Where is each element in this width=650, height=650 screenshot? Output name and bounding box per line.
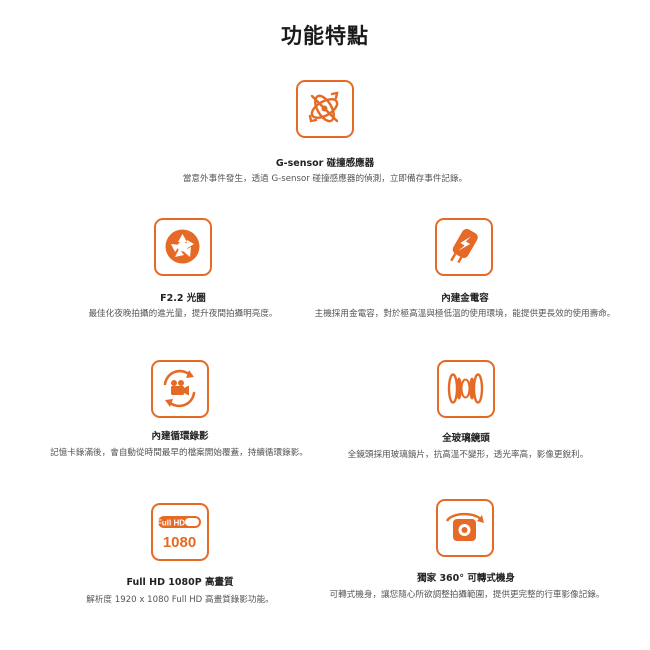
feature-title: 全玻璃鏡頭 [442,433,490,444]
feature-title: G-sensor 碰撞感應器 [275,158,375,169]
page-title: 功能特點 [281,24,369,48]
feature-description: 全鏡頭採用玻璃鏡片，抗高溫不變形，透光率高，影像更銳利。 [347,450,589,460]
feature-title: 內建金電容 [441,293,489,304]
badge-1080-text: 1080 [163,534,196,551]
badge-full-text: Full HD [157,519,185,528]
feature-description: 記憶卡錄滿後，會自動從時間最早的檔案開始覆蓋，持續循環錄影。 [50,448,308,458]
feature-description: 解析度 1920 x 1080 Full HD 高畫質錄影功能。 [86,595,274,605]
gsensor-icon [296,80,354,138]
glass-lens-icon [437,360,495,418]
feature-description: 最佳化夜晚拍攝的進光量，提升夜間拍攝明亮度。 [88,309,278,319]
feature-title: 內建循環錄影 [151,431,209,442]
full-hd-icon: Full HD 1080 [151,503,209,561]
feature-title: F2.2 光圈 [160,293,206,304]
aperture-icon [154,218,212,276]
loop-recording-icon [151,360,209,418]
feature-description: 可轉式機身，讓您隨心所欲調整拍攝範圍，提供更完整的行車影像記錄。 [329,590,605,600]
feature-description: 當意外事件發生，透過 G-sensor 碰撞感應器的偵測，立即備存事件記錄。 [182,174,468,184]
feature-title: 獨家 360° 可轉式機身 [417,573,515,584]
feature-title: Full HD 1080P 高畫質 [126,577,234,588]
rotate-360-icon [436,499,494,557]
feature-description: 主機採用金電容，對於極高溫與極低溫的使用環境，能提供更長效的使用壽命。 [314,309,616,319]
capacitor-icon [435,218,493,276]
